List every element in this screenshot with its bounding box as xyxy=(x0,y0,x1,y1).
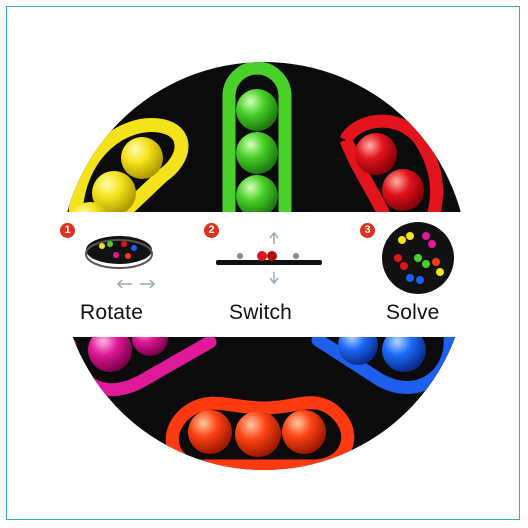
switch-step-illustration xyxy=(216,231,322,285)
green-ball-track xyxy=(222,62,292,217)
step-2-badge: 2 xyxy=(204,223,219,238)
step-1-label: Rotate xyxy=(80,301,144,324)
step-1-badge: 1 xyxy=(60,223,75,238)
step-2-label: Switch xyxy=(229,301,293,324)
rotate-step-illustration xyxy=(85,236,156,289)
solved-puzzle-icon xyxy=(382,222,454,294)
red-ball-track xyxy=(339,114,444,232)
rotate-arrows-icon xyxy=(116,279,156,289)
step-3-label: Solve xyxy=(386,301,440,324)
switch-arrows-icon xyxy=(269,231,279,285)
step-3-badge: 3 xyxy=(360,223,375,238)
